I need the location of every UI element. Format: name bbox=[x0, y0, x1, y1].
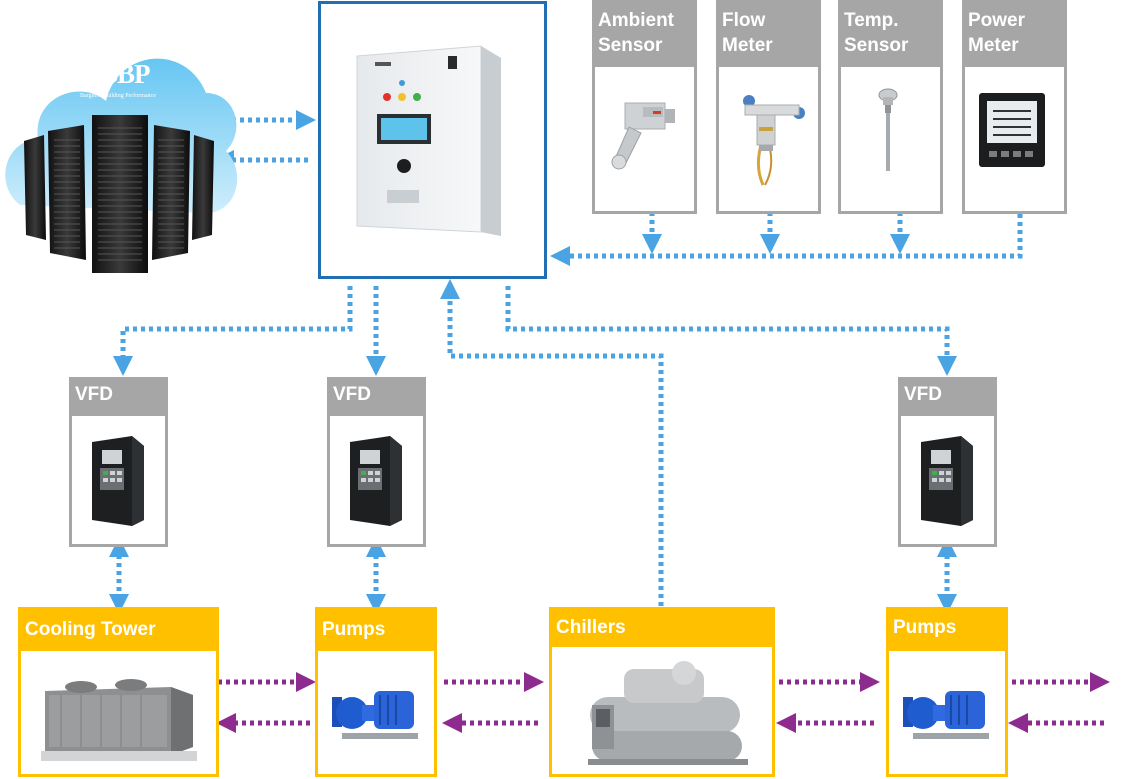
sensor-box-temp-sensor[interactable]: Temp. Sensor bbox=[838, 0, 943, 214]
sensor-image-area bbox=[719, 67, 818, 211]
sensor-box-ambient[interactable]: Ambient Sensor bbox=[592, 0, 697, 214]
equipment-pumps-1[interactable]: Pumps bbox=[315, 607, 437, 777]
vfd-drive-icon bbox=[350, 436, 402, 526]
building-logo-icon bbox=[80, 57, 99, 91]
vfd-label: VFD bbox=[75, 384, 113, 405]
vfd-drive-icon bbox=[921, 436, 973, 526]
ambient-sensor-icon bbox=[611, 102, 675, 170]
equipment-pumps-2[interactable]: Pumps bbox=[886, 607, 1008, 777]
vfd-drive-icon bbox=[92, 436, 144, 526]
chillers-to-controller-link bbox=[440, 279, 664, 606]
flow-meter-icon bbox=[743, 95, 805, 186]
vfd-label: VFD bbox=[333, 384, 371, 405]
sensor-image-area bbox=[841, 67, 940, 211]
vfd-image-area bbox=[330, 416, 423, 544]
equipment-chillers[interactable]: Chillers bbox=[549, 607, 775, 777]
vfd-image-area bbox=[72, 416, 165, 544]
sensor-label: Flow Meter bbox=[722, 10, 773, 56]
equipment-image-area bbox=[889, 651, 1005, 774]
vfd-label: VFD bbox=[904, 384, 942, 405]
equipment-image-area bbox=[318, 651, 434, 774]
sensor-label: Temp. Sensor bbox=[844, 10, 909, 56]
sensor-image-area bbox=[965, 67, 1064, 211]
vfd-image-area bbox=[901, 416, 994, 544]
server-racks-icon bbox=[24, 115, 214, 273]
sensor-box-power-meter[interactable]: Power Meter bbox=[962, 0, 1067, 214]
vfd-box-2[interactable]: VFD bbox=[327, 377, 426, 547]
vfd-box-3[interactable]: VFD bbox=[898, 377, 997, 547]
bbp-logo-text: BBP bbox=[100, 59, 151, 89]
bbp-tagline: Barghest Building Performance bbox=[80, 93, 156, 99]
power-meter-icon bbox=[979, 93, 1045, 167]
pump-icon bbox=[903, 691, 989, 739]
cooling-tower-icon bbox=[41, 679, 197, 761]
pump-icon bbox=[332, 691, 418, 739]
sensor-image-area bbox=[595, 67, 694, 211]
temp-sensor-icon bbox=[878, 88, 898, 171]
equipment-label: Pumps bbox=[893, 617, 957, 638]
equipment-image-area bbox=[21, 651, 216, 774]
equipment-image-area bbox=[552, 647, 772, 774]
vfd-box-1[interactable]: VFD bbox=[69, 377, 168, 547]
controller-panel[interactable] bbox=[318, 1, 547, 279]
control-cabinet-icon bbox=[356, 45, 501, 236]
equipment-label: Pumps bbox=[322, 619, 386, 640]
controller-to-vfd1-link bbox=[113, 286, 353, 376]
equipment-label: Chillers bbox=[556, 617, 626, 638]
sensor-box-flow-meter[interactable]: Flow Meter bbox=[716, 0, 821, 214]
sensor-bus-link bbox=[550, 214, 1023, 266]
cloud-server: BBP Barghest Building Performance bbox=[0, 35, 240, 280]
equipment-cooling-tower[interactable]: Cooling Tower bbox=[18, 607, 219, 777]
chiller-icon bbox=[588, 661, 748, 765]
sensor-label: Power Meter bbox=[968, 10, 1026, 56]
sensor-label: Ambient Sensor bbox=[598, 10, 674, 56]
equipment-label: Cooling Tower bbox=[25, 619, 156, 640]
